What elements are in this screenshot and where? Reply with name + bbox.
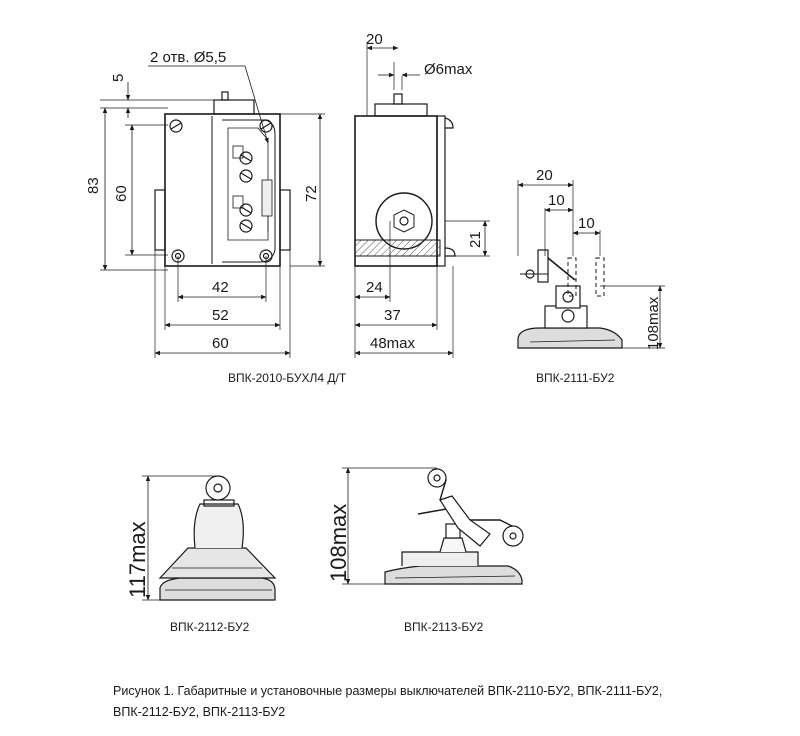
dim-60-horizontal: 60 xyxy=(212,335,229,352)
dim-20-lever: 20 xyxy=(536,167,553,184)
dim-42: 42 xyxy=(212,279,229,296)
label-vpk2112: ВПК-2112-БУ2 xyxy=(170,620,250,634)
label-vpk2010: ВПК-2010-БУХЛ4 Д/Т xyxy=(228,371,347,385)
dim-5: 5 xyxy=(110,74,127,82)
figure-caption-line2: ВПК-2112-БУ2, ВПК-2113-БУ2 xyxy=(113,705,286,719)
dim-72: 72 xyxy=(303,185,320,202)
dim-10-b: 10 xyxy=(578,215,595,232)
dim-108max-a: 108max xyxy=(645,296,662,350)
vpk2112-view xyxy=(142,475,277,601)
dim-10-a: 10 xyxy=(548,192,565,209)
front-view xyxy=(100,65,325,358)
dim-24: 24 xyxy=(366,279,383,296)
side-view xyxy=(354,42,490,358)
dim-20-side: 20 xyxy=(366,31,383,48)
dim-21: 21 xyxy=(467,231,484,248)
vpk2111-view xyxy=(517,180,665,349)
dim-60-vertical: 60 xyxy=(113,185,130,202)
dim-117max: 117max xyxy=(125,521,150,598)
dim-52: 52 xyxy=(212,307,229,324)
vpk2113-view xyxy=(342,467,524,585)
label-vpk2113: ВПК-2113-БУ2 xyxy=(404,620,484,634)
label-vpk2111: ВПК-2111-БУ2 xyxy=(536,371,615,385)
dim-holes: 2 отв. Ø5,5 xyxy=(150,49,226,66)
figure-caption-line1: Рисунок 1. Габаритные и установочные раз… xyxy=(113,684,663,698)
dim-108max-b: 108max xyxy=(326,504,351,582)
dim-48max: 48max xyxy=(370,335,416,352)
dim-83: 83 xyxy=(85,177,102,194)
dim-6max: Ø6max xyxy=(424,61,473,78)
dim-37: 37 xyxy=(384,307,401,324)
